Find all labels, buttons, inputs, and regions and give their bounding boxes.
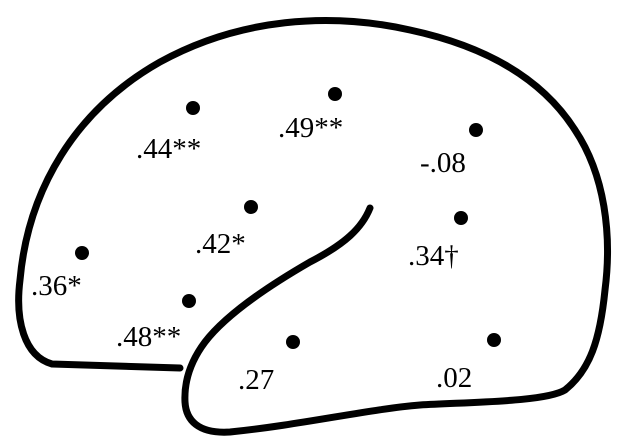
electrode-dot bbox=[328, 87, 342, 101]
electrode-label: -.08 bbox=[420, 147, 466, 179]
brain-outline bbox=[15, 17, 611, 436]
electrode-label: .36* bbox=[31, 270, 82, 302]
electrode-dot bbox=[75, 246, 89, 260]
electrode-dot bbox=[469, 123, 483, 137]
electrode-dot bbox=[182, 294, 196, 308]
electrode-label: .48** bbox=[116, 321, 181, 353]
electrode-label: .02 bbox=[436, 362, 472, 394]
electrode-label: .34† bbox=[408, 240, 459, 272]
electrode-dot bbox=[487, 333, 501, 347]
electrode-dot bbox=[454, 211, 468, 225]
electrode-label: .44** bbox=[136, 133, 201, 165]
electrode-label: .49** bbox=[278, 112, 343, 144]
electrode-label: .27 bbox=[238, 364, 274, 396]
electrode-label: .42* bbox=[195, 228, 246, 260]
electrode-dot bbox=[286, 335, 300, 349]
electrode-dot bbox=[244, 200, 258, 214]
electrode-dot bbox=[186, 101, 200, 115]
